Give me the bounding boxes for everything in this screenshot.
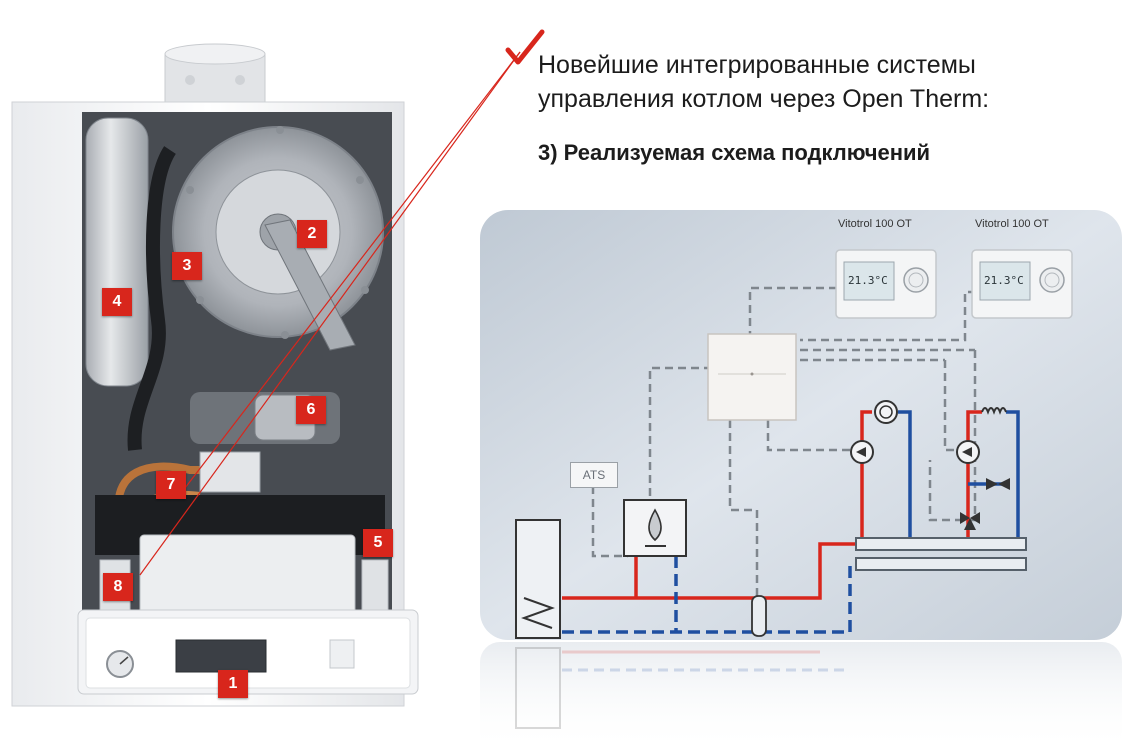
thermostat-2[interactable] (971, 249, 1073, 319)
storage-tank (515, 519, 561, 639)
thermostat-2-display: 21.3°C (984, 274, 1024, 287)
component-tag-2: 2 (297, 220, 327, 248)
radiator-circle (874, 400, 898, 424)
control-module (707, 333, 797, 421)
component-tag-5: 5 (363, 529, 393, 557)
heading-line-1: Новейшие интегрированные системы (538, 51, 976, 79)
component-tag-7: 7 (156, 471, 186, 499)
floor-coil (981, 407, 1007, 415)
mixing-valve (960, 512, 980, 530)
component-tag-3: 3 (172, 252, 202, 280)
diagram-boiler (623, 499, 687, 557)
heading-line-2: управления котлом через Open Therm: (538, 85, 990, 113)
thermostat-1[interactable] (835, 249, 937, 319)
page-heading: Новейшие интегрированные системы управле… (538, 48, 1098, 116)
pump-2 (956, 440, 980, 464)
pump-1 (850, 440, 874, 464)
checkmark-icon (505, 29, 545, 65)
thermostat-1-label: Vitotrol 100 OT (838, 218, 912, 230)
page-subheading: 3) Реализуемая схема подключений (538, 140, 931, 165)
thermostat-2-label: Vitotrol 100 OT (975, 218, 1049, 230)
thermostat-1-display: 21.3°C (848, 274, 888, 287)
valve-1 (986, 478, 1010, 490)
diagram-reflection (480, 642, 1122, 752)
component-tag-4: 4 (102, 288, 132, 316)
component-tag-8: 8 (103, 573, 133, 601)
component-tag-6: 6 (296, 396, 326, 424)
hydraulic-separator (751, 595, 767, 637)
reflection-pipes (515, 647, 850, 729)
component-tag-1: 1 (218, 670, 248, 698)
pointer-lines (139, 51, 521, 576)
manifold (855, 537, 1027, 571)
boiler-photo (11, 43, 419, 707)
ats-sensor-label: ATS (570, 462, 618, 488)
pipes (562, 410, 1020, 634)
